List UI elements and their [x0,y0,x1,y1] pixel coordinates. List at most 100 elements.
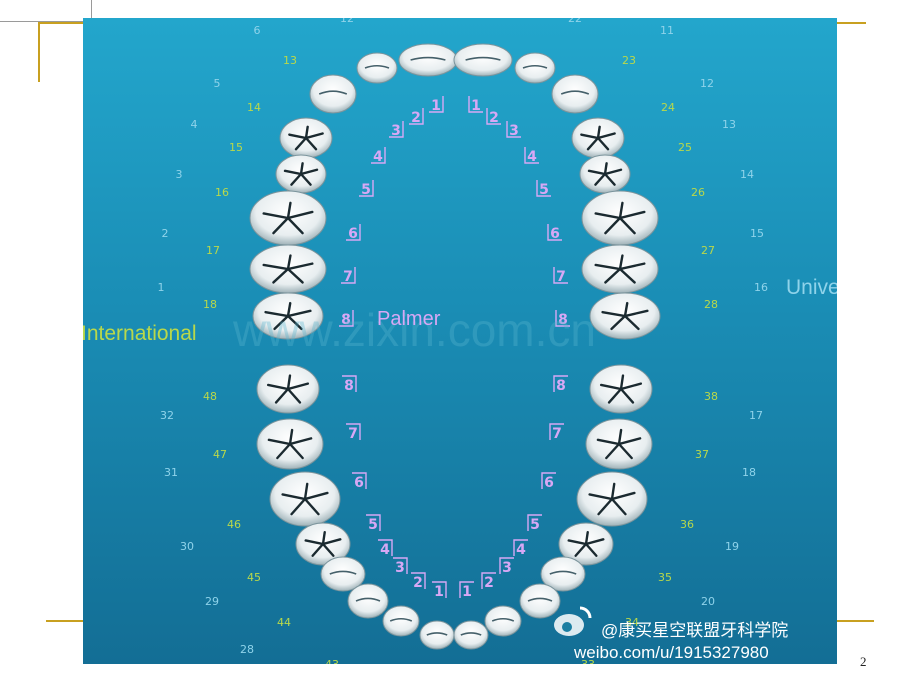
universal-number: 5 [214,77,221,90]
palmer-bracket [378,539,393,556]
corner-box [0,0,92,22]
universal-number: 19 [725,540,739,553]
palmer-number: 3 [391,123,401,139]
palmer-bracket [429,96,444,113]
universal-number: 16 [754,281,768,294]
tooth [347,583,389,619]
palmer-bracket [513,539,528,556]
tooth [453,43,513,77]
universal-number: 31 [164,466,178,479]
tooth [419,620,455,650]
tooth [249,190,327,246]
palmer-number: 7 [348,426,358,442]
tooth [279,117,333,159]
palmer-number: 8 [558,312,568,328]
universal-number: 12 [340,18,354,25]
universal-label: Unive [786,276,837,299]
international-number: 43 [325,658,339,664]
palmer-bracket [341,267,356,284]
international-number: 24 [661,101,675,114]
universal-number: 4 [191,118,198,131]
palmer-number: 1 [471,98,481,114]
palmer-number: 8 [341,312,351,328]
tooth [269,471,341,527]
palmer-bracket [459,581,474,598]
palmer-number: 2 [413,575,423,591]
international-number: 33 [581,658,595,664]
tooth [558,522,614,566]
international-number: 18 [203,298,217,311]
gold-line-top-left-vertical [38,22,40,82]
universal-number: 28 [240,643,254,656]
international-label: International [83,322,197,345]
international-number: 17 [206,244,220,257]
tooth [581,190,659,246]
gold-line-bottom-right [836,620,874,622]
tooth [256,364,320,414]
palmer-number: 7 [552,426,562,442]
palmer-number: 4 [380,542,390,558]
palmer-number: 3 [502,560,512,576]
international-number: 48 [203,390,217,403]
palmer-bracket [342,375,357,392]
gold-line-top-left-horizontal [38,22,84,24]
weibo-icon [554,606,592,636]
international-number: 15 [229,141,243,154]
universal-number: 18 [742,466,756,479]
palmer-bracket [339,310,354,327]
palmer-number: 3 [509,123,519,139]
universal-number: 30 [180,540,194,553]
palmer-number: 6 [550,226,560,242]
tooth [589,292,661,340]
tooth [519,583,561,619]
palmer-bracket [506,121,521,138]
international-number: 34 [625,616,639,629]
palmer-number: 5 [361,182,371,198]
palmer-bracket [486,108,501,125]
palmer-number: 5 [539,182,549,198]
universal-number: 2 [162,227,169,240]
tooth [581,244,659,294]
palmer-bracket [411,572,426,589]
palmer-number: 7 [556,269,566,285]
gold-line-top-right [836,22,866,24]
palmer-bracket [555,310,570,327]
universal-number: 22 [568,18,582,25]
international-number: 28 [704,298,718,311]
palmer-bracket [432,581,447,598]
palmer-bracket [352,472,367,489]
universal-number: 14 [740,168,754,181]
palmer-number: 5 [368,517,378,533]
tooth [356,52,398,84]
tooth [295,522,351,566]
universal-number: 6 [254,24,261,37]
tooth [540,556,586,592]
international-number: 14 [247,101,261,114]
universal-number: 13 [722,118,736,131]
tooth [309,74,357,114]
tooth [571,117,625,159]
palmer-number: 4 [527,149,537,165]
international-number: 35 [658,571,672,584]
universal-number: 20 [701,595,715,608]
universal-number: 32 [160,409,174,422]
palmer-number: 7 [343,269,353,285]
palmer-bracket [536,180,551,197]
palmer-label: Palmer [377,308,441,330]
tooth [579,154,631,194]
palmer-number: 3 [395,560,405,576]
palmer-bracket [389,121,404,138]
slide-page-number: 2 [860,654,867,669]
palmer-bracket [468,96,483,113]
tooth [382,605,420,637]
palmer-number: 2 [484,575,494,591]
international-number: 25 [678,141,692,154]
international-number: 27 [701,244,715,257]
international-number: 16 [215,186,229,199]
palmer-number: 1 [431,98,441,114]
palmer-number: 6 [354,475,364,491]
palmer-bracket [553,375,568,392]
